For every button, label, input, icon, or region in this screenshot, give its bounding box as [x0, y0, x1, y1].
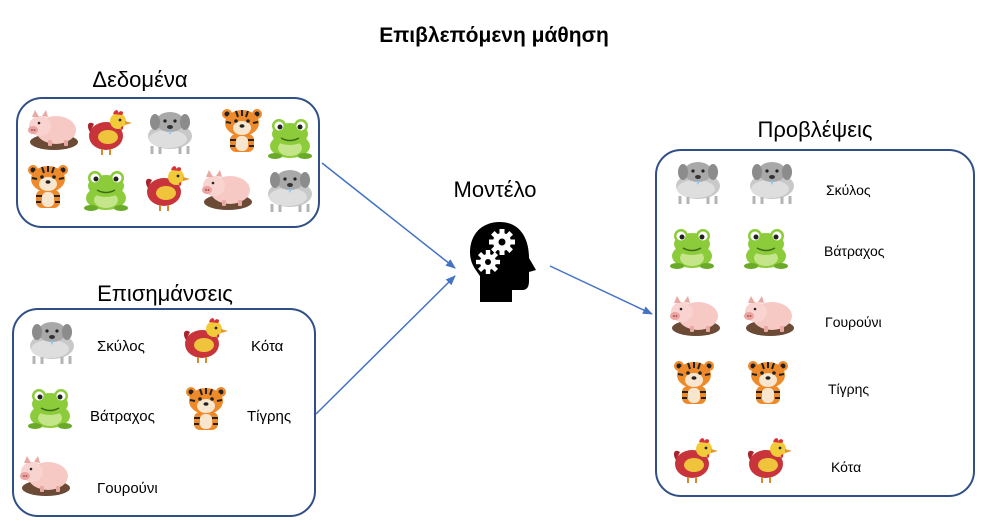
chicken-icon — [182, 317, 229, 364]
chicken-icon — [746, 437, 793, 484]
pig-icon — [744, 296, 794, 336]
labels-box-label: Επισημάνσεις — [97, 281, 233, 306]
label-text-tiger: Τίγρης — [247, 408, 292, 425]
prediction-text-pig: Γουρούνι — [825, 314, 882, 330]
chicken-icon — [672, 437, 719, 484]
pig-icon — [202, 170, 252, 210]
label-text-dog: Σκύλος — [97, 338, 145, 355]
dog-icon — [674, 160, 722, 206]
tiger-icon — [185, 386, 227, 431]
diagram-title: Επιβλεπόμενη μάθηση — [379, 24, 609, 47]
tiger-icon — [27, 164, 69, 209]
frog-icon — [27, 388, 73, 430]
frog-icon — [669, 228, 715, 270]
head-gears-icon — [470, 222, 536, 302]
chicken-icon — [86, 109, 133, 156]
tiger-icon — [673, 360, 715, 405]
prediction-text-dog: Σκύλος — [826, 182, 871, 198]
label-text-pig: Γουρούνι — [97, 480, 158, 497]
pig-icon — [28, 110, 78, 150]
label-text-frog: Βάτραχος — [90, 408, 155, 425]
predictions-box-label: Προβλέψεις — [757, 117, 873, 142]
chicken-icon — [144, 165, 191, 212]
pig-icon — [20, 456, 70, 496]
prediction-text-chicken: Κότα — [831, 459, 862, 475]
frog-icon — [83, 170, 129, 212]
label-text-chicken: Κότα — [251, 338, 284, 355]
prediction-text-frog: Βάτραχος — [824, 243, 885, 259]
pig-icon — [670, 296, 720, 336]
arrow-model-to-predictions — [549, 265, 653, 315]
tiger-icon — [747, 360, 789, 405]
frog-icon — [743, 228, 789, 270]
prediction-text-tiger: Τίγρης — [828, 381, 870, 397]
arrow-labels-to-model — [315, 275, 456, 415]
data-box-label: Δεδομένα — [92, 67, 188, 92]
dog-icon — [28, 320, 76, 366]
frog-icon — [267, 118, 313, 160]
arrow-data-to-model — [321, 162, 456, 269]
dog-icon — [266, 168, 314, 214]
dog-icon — [146, 110, 194, 156]
model-label: Μοντέλο — [453, 177, 537, 202]
dog-icon — [748, 160, 796, 206]
tiger-icon — [221, 108, 263, 153]
